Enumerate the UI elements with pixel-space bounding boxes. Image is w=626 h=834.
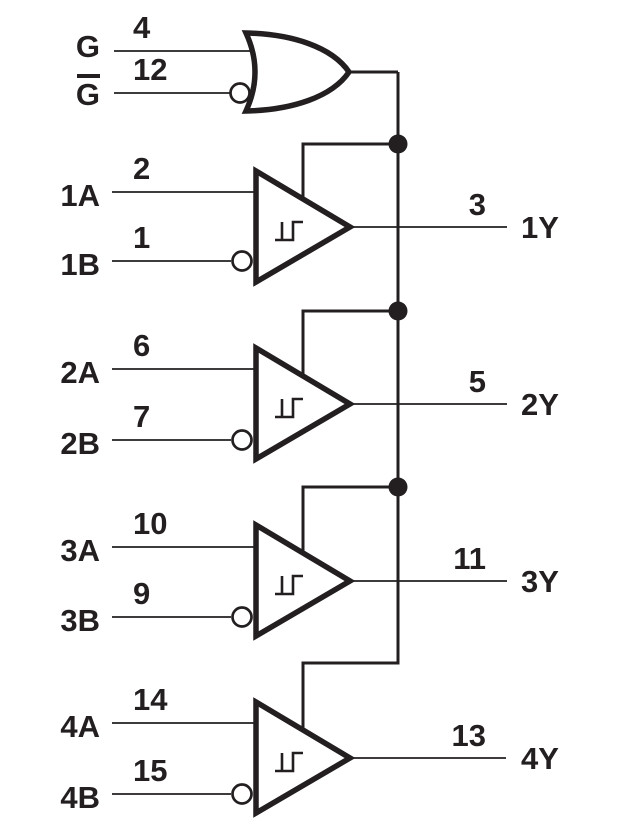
buffer-triangle-3 bbox=[253, 520, 356, 641]
label-2y: 2Y bbox=[521, 387, 559, 422]
pin-number-3b: 9 bbox=[133, 576, 150, 611]
receiver-4: 4A 4B 14 15 13 4Y bbox=[60, 682, 559, 818]
pin-number-3a: 10 bbox=[133, 506, 167, 541]
enable-or-gate-section: G G 4 12 bbox=[76, 10, 398, 114]
buffer-triangle-1 bbox=[253, 166, 356, 287]
junction-dot-3 bbox=[388, 477, 408, 497]
inversion-bubble-4b bbox=[231, 783, 253, 805]
or-gate-icon bbox=[241, 30, 353, 114]
label-4y: 4Y bbox=[521, 741, 559, 776]
pin-number-3y: 11 bbox=[453, 541, 486, 576]
enable-rail-net bbox=[301, 72, 408, 732]
pin-number-1y: 3 bbox=[469, 187, 486, 222]
hysteresis-icon-3 bbox=[275, 574, 303, 596]
pin-number-1a: 2 bbox=[133, 151, 150, 186]
label-2a: 2A bbox=[60, 355, 100, 390]
label-g: G bbox=[76, 29, 100, 64]
hysteresis-icon-2 bbox=[275, 397, 303, 419]
label-3y: 3Y bbox=[521, 564, 559, 599]
label-1a: 1A bbox=[60, 178, 100, 213]
hysteresis-icon-1 bbox=[275, 220, 303, 242]
junction-dot-2 bbox=[388, 301, 408, 321]
receiver-1: 1A 1B 2 1 3 1Y bbox=[60, 151, 559, 287]
label-3b: 3B bbox=[60, 603, 100, 638]
buffer-triangle-2 bbox=[253, 343, 356, 464]
pin-number-4b: 15 bbox=[133, 753, 167, 788]
label-4b: 4B bbox=[60, 780, 100, 815]
pin-number-1b: 1 bbox=[133, 220, 150, 255]
label-2b: 2B bbox=[60, 426, 100, 461]
inversion-bubble-1b bbox=[231, 250, 253, 272]
enable-branch-2 bbox=[301, 309, 398, 378]
pin-number-4a: 14 bbox=[133, 682, 168, 717]
receiver-3: 3A 3B 10 9 11 3Y bbox=[60, 506, 559, 641]
junction-dot-1 bbox=[388, 134, 408, 154]
label-gbar: G bbox=[76, 77, 100, 112]
pin-number-gbar: 12 bbox=[133, 52, 167, 87]
label-1b: 1B bbox=[60, 247, 100, 282]
label-1y: 1Y bbox=[521, 210, 559, 245]
enable-branch-3 bbox=[301, 485, 398, 555]
inversion-bubble-3b bbox=[231, 606, 253, 628]
inversion-bubble-gbar bbox=[229, 82, 251, 104]
pin-number-g: 4 bbox=[133, 10, 151, 45]
enable-rail bbox=[301, 72, 400, 732]
label-3a: 3A bbox=[60, 533, 100, 568]
pin-number-4y: 13 bbox=[452, 718, 486, 753]
enable-branch-1 bbox=[301, 142, 398, 201]
pin-number-2b: 7 bbox=[133, 399, 150, 434]
pin-number-2a: 6 bbox=[133, 328, 150, 363]
receiver-2: 2A 2B 6 7 5 2Y bbox=[60, 328, 559, 464]
hysteresis-icon-4 bbox=[275, 751, 303, 773]
inversion-bubble-2b bbox=[231, 429, 253, 451]
buffer-triangle-4 bbox=[253, 697, 356, 818]
pin-number-2y: 5 bbox=[469, 364, 486, 399]
label-4a: 4A bbox=[60, 709, 100, 744]
